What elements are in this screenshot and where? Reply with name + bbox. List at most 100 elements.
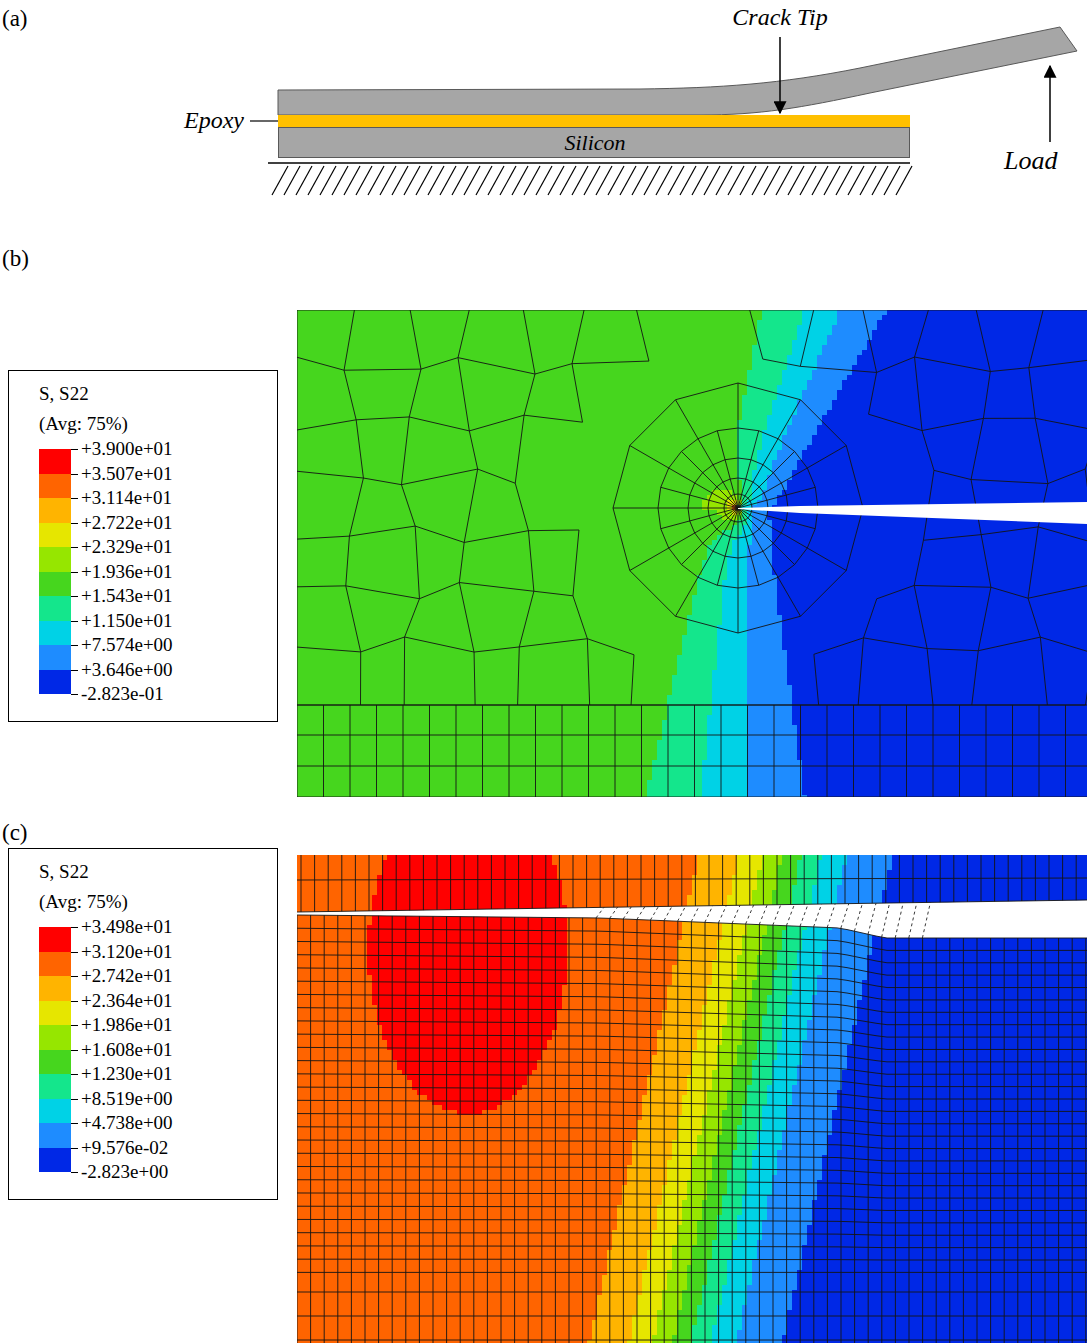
stress-contour-cell: [772, 980, 792, 985]
mesh-edge: [459, 583, 534, 592]
stress-contour-cell: [757, 325, 797, 330]
mesh-edge: [774, 705, 775, 797]
scale-tick: [71, 694, 78, 695]
stress-contour-cell: [837, 1090, 1087, 1095]
stress-contour-cell: [297, 735, 662, 740]
stress-contour-cell: [712, 1325, 742, 1330]
stress-contour-cell: [747, 1290, 792, 1295]
mesh-edge: [459, 542, 464, 582]
mesh-edge: [773, 925, 774, 1343]
stress-contour-cell: [297, 460, 737, 465]
stress-contour-cell: [297, 1105, 442, 1110]
legend-value: +1.150e+01: [81, 610, 173, 632]
mesh-edge: [401, 417, 409, 485]
stress-contour-cell: [732, 1160, 752, 1165]
stress-contour-cell: [297, 1130, 637, 1135]
stress-contour-cell: [677, 1135, 697, 1140]
mesh-edge: [1085, 938, 1086, 1343]
stress-contour-cell: [592, 1330, 632, 1335]
mesh-edge: [573, 855, 574, 908]
mesh-edge: [986, 705, 987, 797]
mesh-edge: [297, 994, 1087, 1012]
stress-contour-cell: [727, 1175, 747, 1180]
stress-contour-cell: [722, 620, 747, 625]
stress-contour-cell: [297, 980, 372, 985]
stress-contour-cell: [297, 555, 707, 560]
mesh-edge: [976, 310, 990, 371]
mesh-edge: [524, 374, 535, 415]
stress-contour-cell: [677, 660, 717, 665]
mesh-edge: [392, 916, 393, 1343]
stress-contour-cell: [747, 655, 787, 660]
stress-contour-cell: [372, 895, 562, 900]
cohesive-tie: [637, 907, 645, 920]
mesh-edge: [858, 855, 859, 903]
mesh-edge: [877, 585, 914, 598]
stress-contour-cell: [722, 580, 747, 585]
stress-contour-cell: [707, 755, 747, 760]
stress-contour-cell: [797, 1070, 842, 1075]
stress-contour-cell: [717, 1230, 737, 1235]
stress-contour-cell: [297, 565, 702, 570]
stress-contour-cell: [367, 935, 567, 940]
stress-contour-cell: [612, 1230, 652, 1235]
stress-contour-cell: [812, 435, 1087, 440]
stress-contour-cell: [417, 1090, 517, 1095]
stress-contour-cell: [792, 970, 822, 975]
mesh-edge: [528, 529, 579, 531]
mesh-spoke: [738, 508, 739, 633]
stress-contour-cell: [737, 870, 757, 875]
cohesive-tie: [841, 904, 849, 929]
stress-contour-cell: [692, 595, 722, 600]
cohesive-tie: [650, 907, 658, 921]
stress-contour-cell: [297, 1185, 622, 1190]
stress-contour-cell: [657, 1225, 677, 1230]
mesh-edge: [817, 855, 818, 904]
stress-contour-cell: [692, 1070, 712, 1075]
stress-contour-cell: [747, 785, 802, 790]
stress-contour-cell: [822, 950, 872, 955]
stress-contour-cell: [772, 990, 792, 995]
mesh-edge: [297, 1246, 1087, 1248]
mesh-edge: [409, 855, 410, 910]
hatch-stroke: [404, 166, 420, 195]
legend-value: +2.722e+01: [81, 512, 173, 534]
mesh-edge: [573, 596, 587, 639]
stress-contour-cell: [712, 1175, 727, 1180]
stress-contour-cell: [792, 475, 1087, 480]
stress-contour-cell: [722, 930, 747, 935]
contour-plot-b: [297, 310, 1087, 797]
stress-contour-cell: [297, 350, 752, 355]
mesh-spoke: [613, 508, 738, 509]
stress-contour-cell: [297, 1260, 607, 1265]
stress-contour-cell: [597, 1310, 637, 1315]
color-band: [39, 498, 71, 523]
stress-contour-cell: [692, 890, 732, 895]
stress-contour-cell: [782, 945, 802, 950]
stress-contour-cell: [702, 780, 747, 785]
mesh-edge: [297, 1180, 1087, 1186]
stress-contour-cell: [872, 945, 1087, 950]
stress-contour-cell: [787, 1310, 1087, 1315]
stress-contour-cell: [297, 1325, 592, 1330]
stress-contour-cell: [777, 385, 807, 390]
stress-contour-cell: [757, 1055, 777, 1060]
mesh-edge: [927, 649, 933, 705]
mesh-edge: [1058, 938, 1059, 1343]
mesh-edge: [800, 310, 813, 366]
stress-contour-cell: [297, 485, 742, 490]
stress-contour-cell: [562, 1005, 667, 1010]
stress-contour-cell: [792, 470, 1087, 475]
stress-contour-cell: [297, 945, 367, 950]
stress-contour-cell: [747, 1005, 767, 1010]
stress-contour-cell: [297, 1200, 622, 1205]
stress-contour-cell: [782, 1030, 807, 1035]
stress-contour-cell: [752, 895, 772, 900]
mesh-edge: [631, 655, 634, 705]
stress-contour-cell: [297, 680, 672, 685]
mesh-edge: [572, 361, 649, 364]
stress-contour-cell: [837, 895, 882, 900]
stress-contour-cell: [742, 405, 772, 410]
stress-contour-cell: [822, 1170, 1087, 1175]
stress-contour-cell: [657, 1330, 677, 1335]
